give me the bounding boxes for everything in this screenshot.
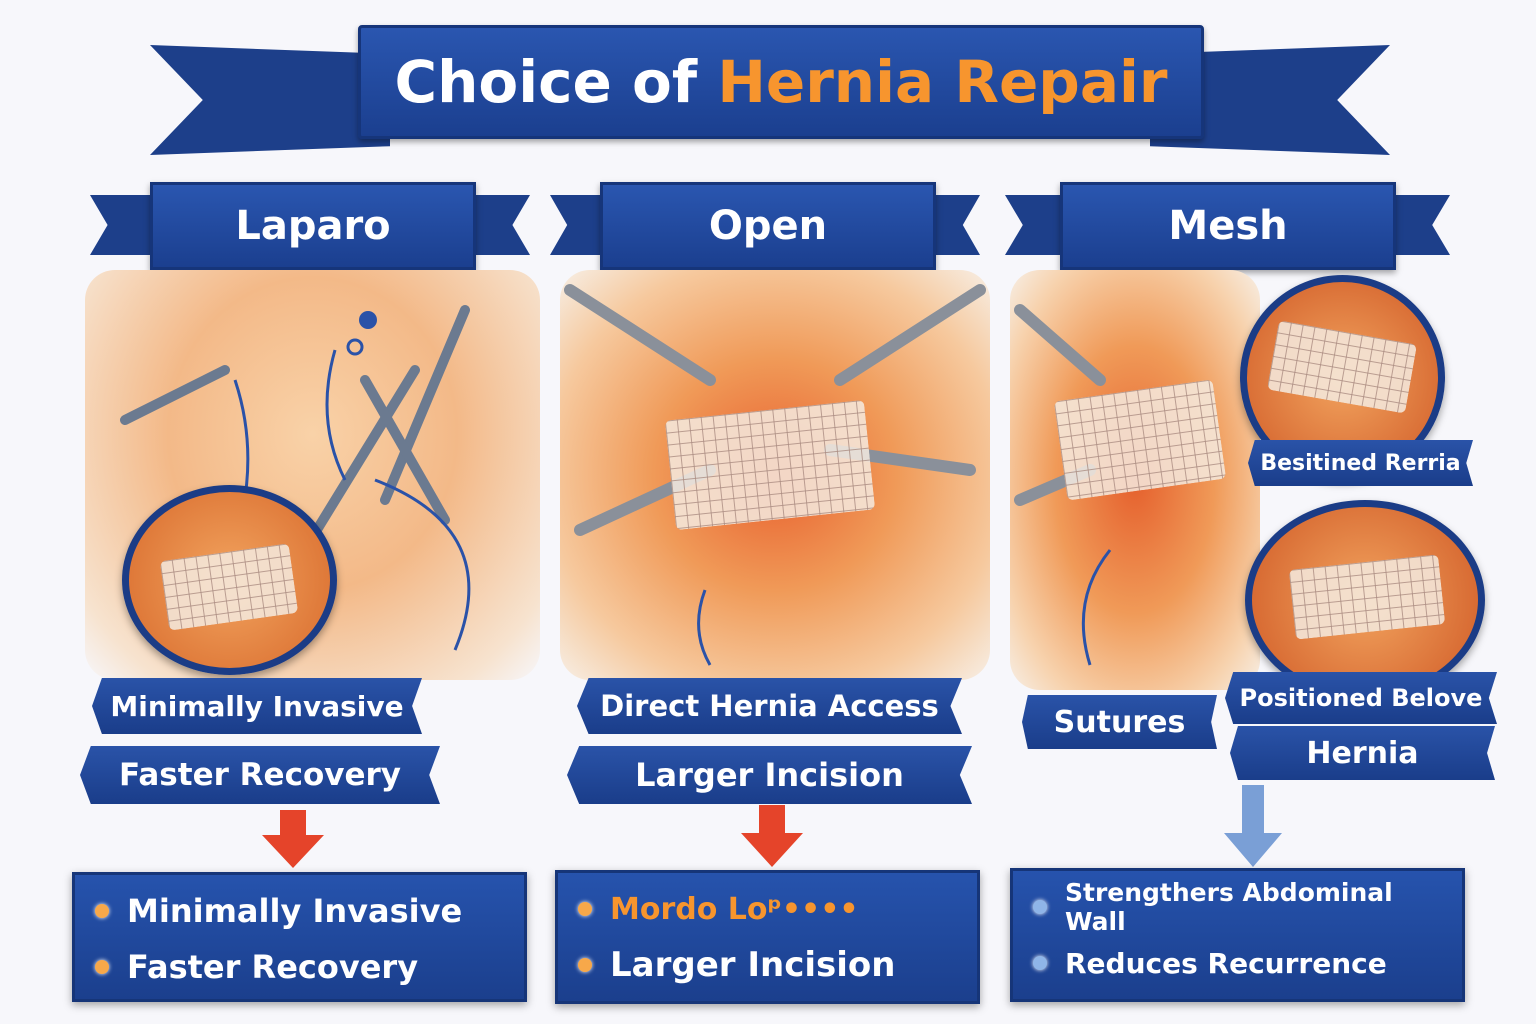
mesh-inset-label-text: Besitined Rerria	[1260, 450, 1461, 476]
arrow-down-icon	[262, 810, 324, 868]
bullet-dot-icon	[1033, 956, 1047, 970]
mesh-bullet-2: Reduces Recurrence	[1033, 935, 1462, 991]
column-header-open: Open	[600, 182, 936, 270]
mesh-bullet-1: Strengthers Abdominal Wall	[1033, 878, 1462, 936]
title-ribbon-tail-left	[150, 45, 390, 155]
laparo-label-1: Minimally Invasive	[92, 678, 422, 734]
column-header-laparo-label: Laparo	[235, 203, 391, 249]
bullet-dot-icon	[578, 958, 592, 972]
bullet-dot-icon	[95, 960, 109, 974]
title-part2: Hernia Repair	[717, 48, 1168, 116]
open-illustration	[560, 270, 990, 680]
mesh-summary-box: Strengthers Abdominal Wall Reduces Recur…	[1010, 868, 1465, 1002]
laparo-bullet-1-text: Minimally Invasive	[127, 892, 463, 930]
mesh-bullet-1-text: Strengthers Abdominal Wall	[1065, 878, 1393, 936]
mesh-bullet-2-text: Reduces Recurrence	[1065, 946, 1387, 980]
mesh-label-sutures-text: Sutures	[1053, 704, 1186, 740]
bullet-dot-icon	[95, 904, 109, 918]
open-summary-box: Mordo Loᵖ•••• Larger Incision	[555, 870, 980, 1004]
open-bullet-1-text: Mordo Loᵖ••••	[610, 891, 859, 927]
surgical-mesh-icon	[159, 543, 299, 631]
laparo-bullet-2: Faster Recovery	[95, 939, 524, 995]
mesh-inset-top-patch	[1266, 320, 1418, 414]
bullet-dot-icon	[1033, 900, 1047, 914]
open-bullet-2-text: Larger Incision	[610, 945, 896, 985]
open-label-2: Larger Incision	[567, 746, 972, 804]
column-header-open-label: Open	[708, 203, 828, 249]
mesh-label-positioned: Positioned Belove	[1225, 672, 1497, 724]
open-bullet-1: Mordo Loᵖ••••	[578, 881, 977, 937]
mesh-label-hernia: Hernia	[1230, 726, 1495, 780]
mesh-inset-label: Besitined Rerria	[1248, 440, 1473, 486]
title-banner: Choice of Hernia Repair	[358, 25, 1204, 139]
laparo-bullet-2-text: Faster Recovery	[127, 948, 419, 986]
mesh-inset-circle-bottom	[1245, 500, 1485, 700]
mesh-inset-bottom-patch	[1288, 554, 1446, 640]
arrow-down-icon	[741, 805, 803, 867]
mesh-label-positioned-text: Positioned Belove	[1239, 684, 1483, 712]
laparo-bullet-1: Minimally Invasive	[95, 883, 524, 939]
mesh-illustration	[1010, 270, 1260, 690]
open-bullet-2: Larger Incision	[578, 937, 977, 993]
column-header-mesh-label: Mesh	[1168, 203, 1288, 249]
open-label-2-text: Larger Incision	[635, 756, 904, 794]
mesh-label-sutures: Sutures	[1022, 695, 1217, 749]
laparo-inset-circle	[122, 485, 337, 675]
laparo-label-1-text: Minimally Invasive	[110, 689, 404, 723]
open-label-1-text: Direct Hernia Access	[600, 689, 939, 723]
mesh-label-hernia-text: Hernia	[1306, 735, 1419, 771]
laparo-label-2-text: Faster Recovery	[119, 757, 401, 793]
open-label-1: Direct Hernia Access	[577, 678, 962, 734]
laparo-label-2: Faster Recovery	[80, 746, 440, 804]
laparo-summary-box: Minimally Invasive Faster Recovery	[72, 872, 527, 1002]
bullet-dot-icon	[578, 902, 592, 916]
title-part1: Choice of	[394, 48, 698, 116]
arrow-down-icon	[1224, 785, 1282, 867]
column-header-mesh: Mesh	[1060, 182, 1396, 270]
open-mesh	[664, 399, 876, 531]
column-header-laparo: Laparo	[150, 182, 476, 270]
